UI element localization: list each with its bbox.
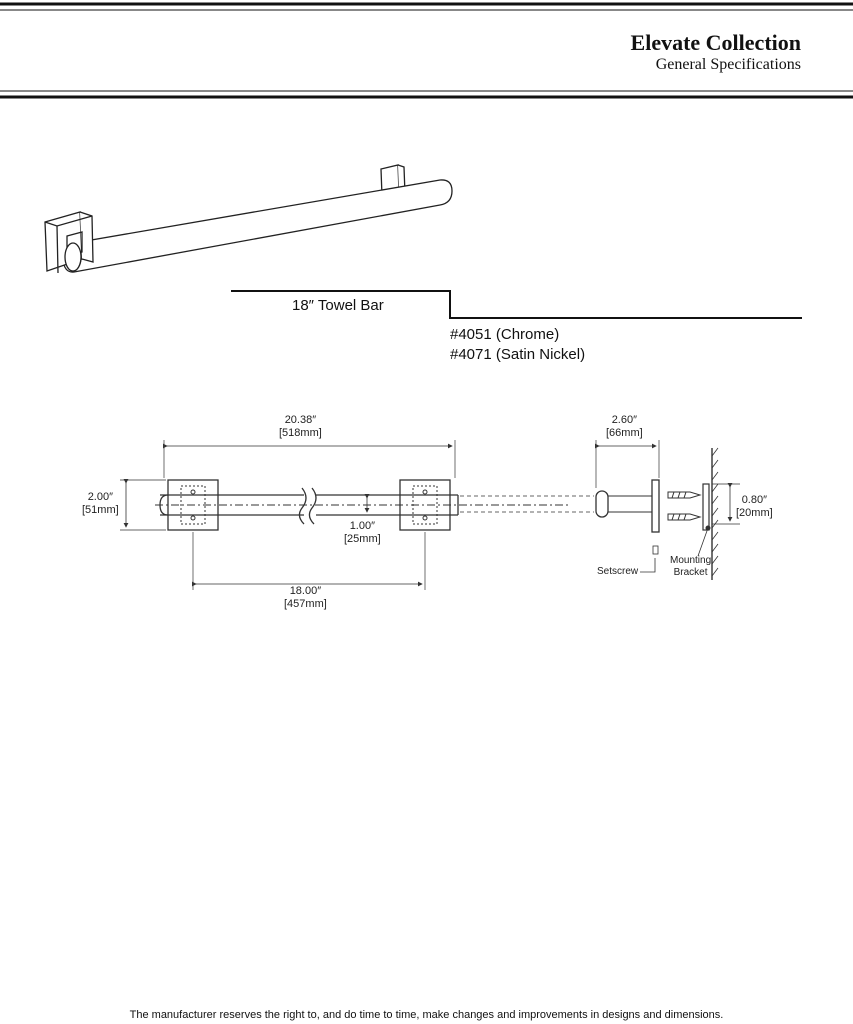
- header-rules: [0, 2, 853, 99]
- dim-overall-length-in: 20.38″: [284, 414, 317, 426]
- product-divider: [231, 290, 802, 319]
- dim-overall-length: 20.38″ [518mm]: [279, 414, 322, 440]
- dim-projection-in: 2.60″: [611, 414, 637, 426]
- dim-projection-mm: [66mm]: [606, 427, 643, 439]
- dim-overall-length-mm: [518mm]: [279, 427, 322, 439]
- dim-bracket-depth-in: 0.80″: [741, 494, 767, 506]
- dim-bar-diameter-in: 1.00″: [349, 520, 375, 532]
- dim-center-to-center-mm: [457mm]: [284, 598, 327, 610]
- mounting-bracket-label-line1: Mounting: [670, 555, 712, 566]
- product-name: 18″ Towel Bar: [292, 297, 384, 314]
- footer-disclaimer: The manufacturer reserves the right to, …: [129, 1009, 724, 1021]
- front-elevation: [120, 440, 570, 590]
- dim-bar-diameter-mm: [25mm]: [344, 533, 381, 545]
- dim-projection: 2.60″ [66mm]: [606, 414, 643, 440]
- dim-bar-diameter: 1.00″ [25mm]: [344, 520, 381, 546]
- towel-bar-illustration: [44, 164, 453, 274]
- dim-flange-height-mm: [51mm]: [82, 504, 119, 516]
- mounting-bracket-label: Mounting Bracket: [670, 555, 711, 579]
- dim-center-to-center-in: 18.00″: [289, 585, 322, 597]
- mounting-bracket-label-line2: Bracket: [673, 567, 708, 578]
- dim-center-to-center: 18.00″ [457mm]: [284, 585, 327, 611]
- collection-title: Elevate Collection: [630, 30, 801, 55]
- sku-chrome: #4051 (Chrome): [450, 326, 560, 343]
- sku-satin-nickel: #4071 (Satin Nickel): [450, 346, 586, 363]
- dim-bracket-depth: 0.80″ [20mm]: [736, 494, 773, 520]
- dim-flange-height: 2.00″ [51mm]: [82, 491, 119, 517]
- document-subtitle: General Specifications: [655, 56, 801, 73]
- dim-bracket-depth-mm: [20mm]: [736, 507, 773, 519]
- dim-flange-height-in: 2.00″: [87, 491, 113, 503]
- setscrew-label: Setscrew: [597, 566, 639, 577]
- side-elevation: [460, 440, 740, 580]
